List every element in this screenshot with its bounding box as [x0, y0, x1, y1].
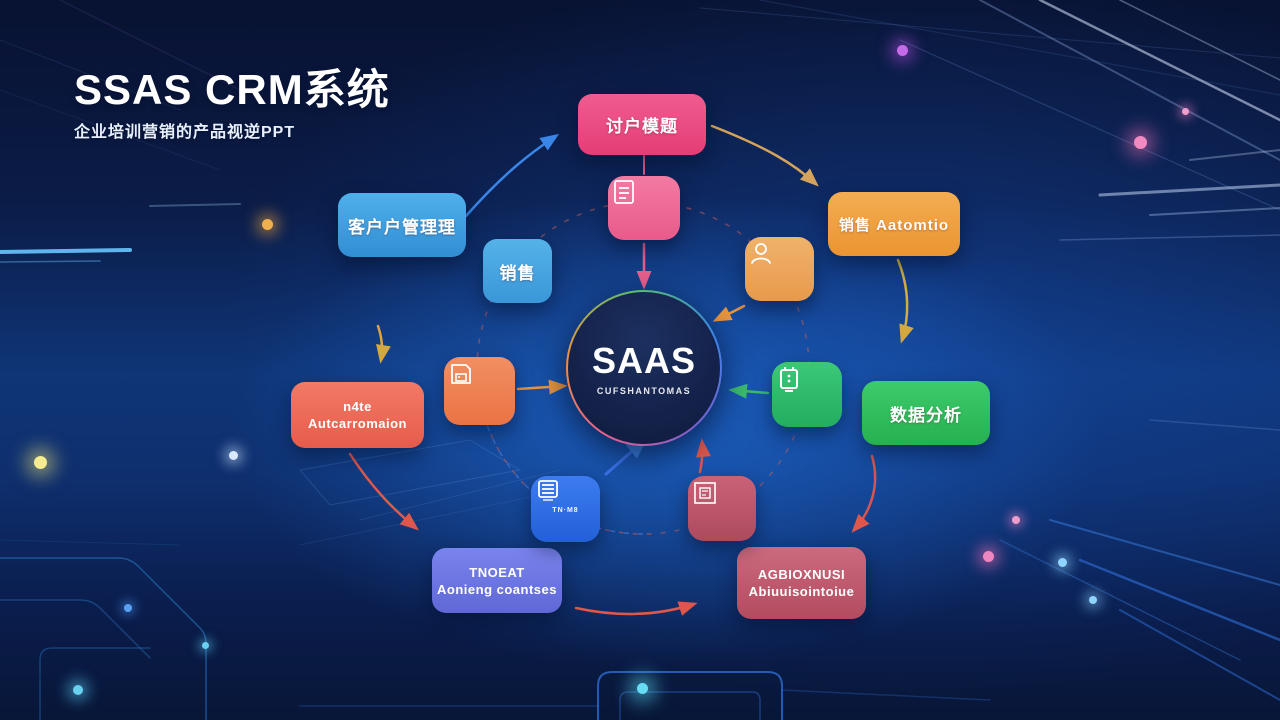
glow-dot: [637, 683, 648, 694]
iconbox-caption: TN·M8: [552, 506, 579, 514]
node-label-line2: Aonieng coantses: [437, 581, 557, 597]
center-hub-ring: SAAS CUFSHANTOMAS: [566, 290, 722, 446]
iconbox-document: [608, 176, 680, 240]
node-sales: 销售: [483, 239, 552, 303]
report-icon: [538, 480, 558, 501]
node-rate-automation: n4te Autcarromaion: [291, 382, 424, 448]
node-customer-module: 讨户模题: [578, 94, 706, 155]
glow-dot: [34, 456, 47, 469]
iconbox-person: [745, 237, 814, 301]
page-subtitle: 企业培训营销的产品视逆PPT: [74, 124, 296, 141]
node-label: 数据分析: [890, 405, 962, 425]
glow-dot: [262, 219, 273, 230]
node-label: 销售: [499, 263, 536, 283]
iconbox-server: [772, 362, 842, 427]
glow-dot: [1134, 136, 1147, 149]
module-icon: [694, 482, 716, 504]
node-label-line1: TNOEAT: [469, 564, 525, 580]
glow-dot: [229, 451, 238, 460]
page-title: SSAS CRM系统: [74, 66, 390, 113]
node-label: 销售 Aatomtio: [838, 216, 950, 234]
glow-dot: [73, 685, 83, 695]
iconbox-save: [444, 357, 515, 425]
node-label: 客户户管理理: [348, 217, 456, 237]
glow-dot: [1182, 108, 1189, 115]
node-label-line2: Autcarromaion: [308, 416, 407, 431]
glow-dot: [1089, 596, 1097, 604]
glow-dot: [124, 604, 132, 612]
glow-dot: [1012, 516, 1020, 524]
glow-dot: [1058, 558, 1067, 567]
center-hub: SAAS CUFSHANTOMAS: [568, 292, 720, 444]
center-hub-title: SAAS: [591, 340, 697, 381]
glow-dot: [202, 642, 209, 649]
glow-dot: [983, 551, 994, 562]
node-label-line1: AGBIOXNUSI: [757, 567, 846, 582]
node-label-line1: n4te: [343, 399, 372, 414]
node-analytics-module: AGBIOXNUSI Abiuuisointoiue: [737, 547, 866, 619]
glow-dot: [897, 45, 908, 56]
server-icon: [780, 367, 798, 392]
save-icon: [451, 364, 471, 384]
iconbox-module: [688, 476, 756, 541]
node-customer-management: 客户户管理理: [338, 193, 466, 257]
document-icon: [614, 180, 634, 204]
person-icon: [751, 243, 771, 264]
node-training-courses: TNOEAT Aonieng coantses: [432, 548, 562, 613]
node-data-analysis: 数据分析: [862, 381, 990, 445]
node-sales-automation: 销售 Aatomtio: [828, 192, 960, 256]
node-label: 讨户模题: [606, 117, 678, 136]
center-hub-subtitle: CUFSHANTOMAS: [596, 386, 692, 396]
node-label-line2: Abiuuisointoiue: [748, 584, 855, 599]
iconbox-report: TN·M8: [531, 476, 600, 542]
